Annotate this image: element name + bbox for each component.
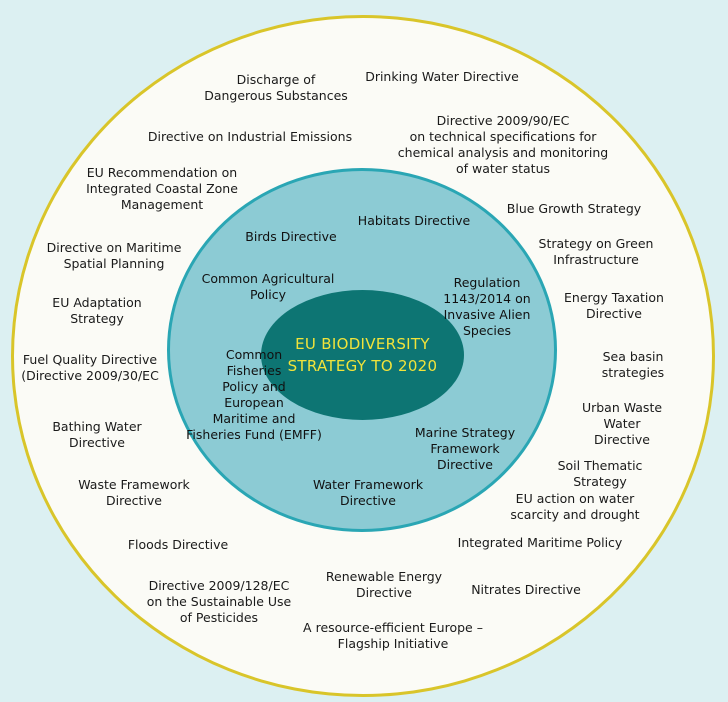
label-common-agricultural-policy: Common Agricultural Policy [201,271,335,302]
label-energy-taxation: Energy Taxation Directive [564,290,664,321]
label-common-fisheries-policy: Common Fisheries Policy and European Mar… [186,347,322,442]
label-coastal-zone-management: EU Recommendation on Integrated Coastal … [86,165,238,212]
label-marine-strategy-framework: Marine Strategy Framework Directive [414,425,516,472]
label-soil-thematic-strategy: Soil Thematic Strategy [557,458,643,489]
label-sea-basin-strategies: Sea basin strategies [601,349,665,380]
label-industrial-emissions: Directive on Industrial Emissions [147,129,353,144]
label-bathing-water: Bathing Water Directive [52,419,142,450]
label-invasive-alien-species: Regulation 1143/2014 on Invasive Alien S… [443,275,531,338]
label-nitrates-directive: Nitrates Directive [471,582,581,597]
label-renewable-energy: Renewable Energy Directive [325,569,443,600]
label-maritime-spatial-planning: Directive on Maritime Spatial Planning [46,240,182,271]
label-blue-growth-strategy: Blue Growth Strategy [506,201,642,216]
label-dangerous-substances: Discharge of Dangerous Substances [204,72,348,103]
label-water-scarcity: EU action on water scarcity and drought [510,491,640,522]
core-ellipse: EU BIODIVERSITY STRATEGY TO 2020 [261,290,464,420]
label-water-framework-directive: Water Framework Directive [312,477,424,508]
label-fuel-quality-directive: Fuel Quality Directive (Directive 2009/3… [21,352,159,383]
label-pesticides-directive: Directive 2009/128/EC on the Sustainable… [146,578,292,625]
label-urban-waste-water: Urban Waste Water Directive [581,400,663,447]
label-water-status-directive: Directive 2009/90/EC on technical specif… [397,113,609,176]
label-drinking-water-directive: Drinking Water Directive [365,69,519,84]
label-integrated-maritime-policy: Integrated Maritime Policy [457,535,623,550]
core-title: EU BIODIVERSITY STRATEGY TO 2020 [287,335,438,375]
label-waste-framework: Waste Framework Directive [78,477,190,508]
label-floods-directive: Floods Directive [127,537,229,552]
label-green-infrastructure: Strategy on Green Infrastructure [538,236,654,267]
label-resource-efficient-europe: A resource-efficient Europe – Flagship I… [303,620,483,651]
label-eu-adaptation-strategy: EU Adaptation Strategy [52,295,142,326]
label-birds-directive: Birds Directive [245,229,337,244]
label-habitats-directive: Habitats Directive [357,213,471,228]
